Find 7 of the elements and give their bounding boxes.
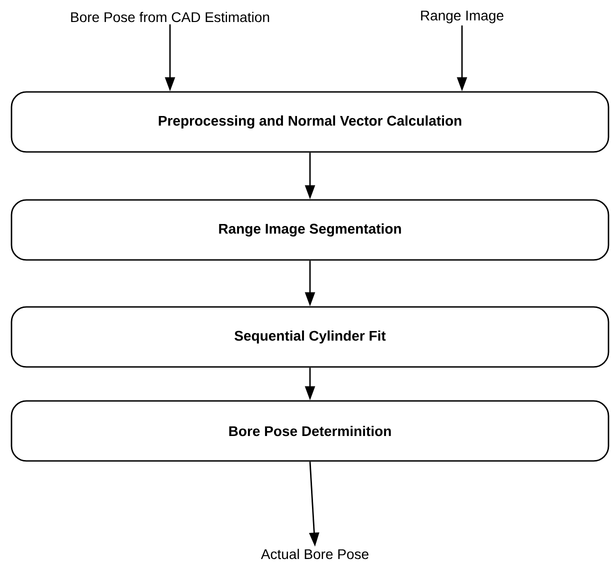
input-label: Range Image [421,10,504,24]
process-box: Sequential Cylinder Fit [10,306,610,368]
process-box: Preprocessing and Normal Vector Calculation [10,91,610,153]
process-box: Range Image Segmentation [10,199,610,261]
input-label: Actual Bore Pose [260,548,368,560]
input-label: Bore Pose from CAD Estimation [71,12,270,22]
process-box: Bore Pose Determinition [10,400,610,462]
